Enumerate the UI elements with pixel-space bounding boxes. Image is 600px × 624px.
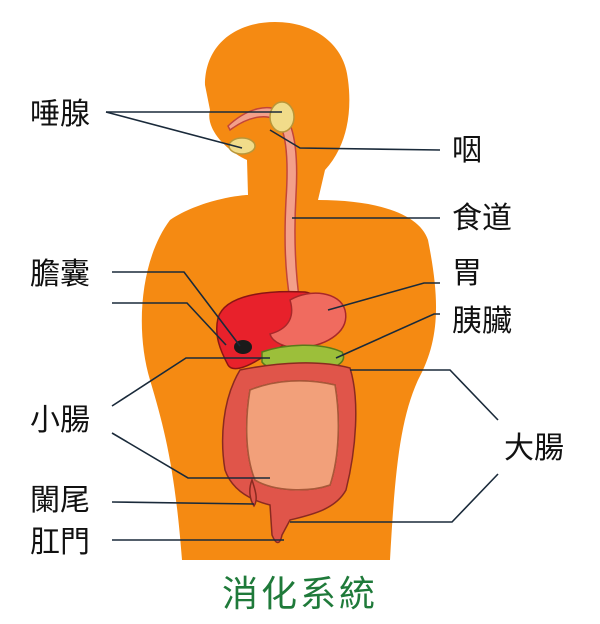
salivary-gland — [269, 101, 295, 133]
diagram-title: 消化系統 — [222, 574, 378, 615]
label-gallbladder: 膽囊 — [30, 257, 90, 292]
label-pancreas: 胰臟 — [452, 304, 512, 339]
appendix — [249, 477, 257, 508]
label-pharynx: 咽 — [452, 133, 482, 168]
label-small-intestine: 小腸 — [30, 403, 90, 438]
leader-lines — [105, 111, 499, 541]
label-esophagus: 食道 — [452, 201, 512, 236]
label-anus: 肛門 — [30, 525, 90, 560]
label-appendix: 闌尾 — [30, 483, 90, 518]
label-large-intestine: 大腸 — [504, 431, 564, 466]
salivary-gland — [228, 137, 256, 155]
small-intestine — [245, 380, 339, 491]
label-salivary-glands: 唾腺 — [30, 97, 90, 132]
label-stomach: 胃 — [452, 256, 482, 291]
